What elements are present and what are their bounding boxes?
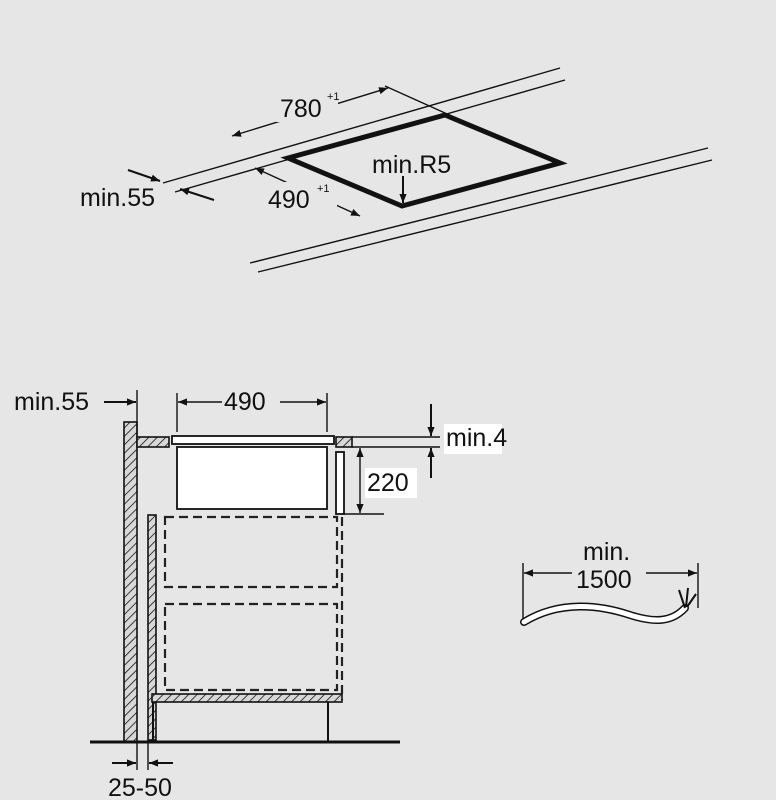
cable-min-label: min. <box>583 538 630 566</box>
dim-490-side-bg <box>222 387 280 415</box>
dim-780-ext <box>384 85 446 114</box>
cable-wire-1 <box>678 589 686 609</box>
top-view: 780 +1 490 +1 min.R5 min.55 <box>80 67 713 273</box>
cable-fill <box>521 604 688 625</box>
side-panel <box>335 451 345 515</box>
drawer-1 <box>163 515 339 589</box>
min4-bg <box>444 424 502 454</box>
appliance-width-label: 490 <box>224 388 266 416</box>
edge-distance-arrow-1 <box>127 169 161 182</box>
cutout-outline <box>280 112 568 209</box>
hob-body <box>176 446 328 510</box>
cable-dim-bg <box>572 565 646 593</box>
dim-220-bg <box>365 468 417 498</box>
dim-490-bg <box>265 182 337 212</box>
gap-top-label: min.4 <box>446 424 507 452</box>
corner-radius-label: min.R5 <box>372 151 451 179</box>
cutout-length-tol: +1 <box>327 91 340 103</box>
side-view: 490 min.55 min.4 220 25-50 <box>14 387 507 800</box>
back-gap-label: 25-50 <box>108 774 172 800</box>
worktop-right <box>335 436 353 448</box>
worktop-back-edge <box>162 67 561 184</box>
wall <box>123 421 138 743</box>
cable-wire-2 <box>685 587 689 608</box>
cable-length-label: 1500 <box>576 566 632 594</box>
cable-wire-3 <box>686 593 697 608</box>
cabinet-bottom <box>151 693 343 703</box>
cutout-length-label: 780 <box>280 95 322 123</box>
edge-distance-label: min.55 <box>80 184 155 212</box>
worktop-front-edge-2 <box>257 159 713 273</box>
cutout-width-label: 490 <box>268 186 310 214</box>
dim-780-bg <box>276 94 338 122</box>
cutout-width-tol: +1 <box>317 183 330 195</box>
hob-glass <box>171 435 335 445</box>
drawer-2 <box>163 602 339 692</box>
installation-depth-label: 220 <box>367 469 409 497</box>
worktop-front-edge <box>249 147 709 264</box>
edge-distance-arrow-2 <box>179 188 215 201</box>
wall-distance-label: min.55 <box>14 388 89 416</box>
cable-view: min. 1500 <box>520 538 699 626</box>
worktop-left <box>136 436 170 448</box>
